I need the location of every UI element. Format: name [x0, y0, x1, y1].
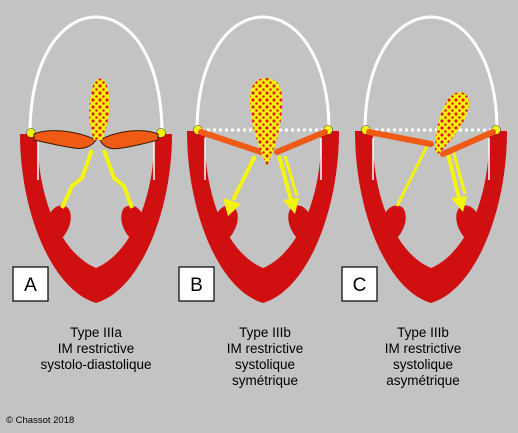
- regurgitant-jet: [249, 78, 283, 166]
- chorda-right: [445, 149, 461, 199]
- left-atrium-outline: [28, 15, 164, 134]
- posterior-leaflet: [99, 130, 159, 150]
- caption-panel-c: Type IIIb IM restrictive systolique asym…: [348, 325, 498, 389]
- anterior-leaflet: [366, 129, 434, 147]
- panel-letter-box: [341, 266, 378, 302]
- regurgitant-jet: [435, 92, 470, 154]
- left-ventricle-wall: [355, 131, 507, 303]
- papillary-muscle-right: [121, 205, 147, 242]
- left-ventricle-wall: [187, 131, 339, 303]
- papillary-muscle-left: [380, 205, 406, 242]
- chorda-left: [395, 145, 429, 207]
- chorda-right: [277, 155, 293, 201]
- panel-letter: C: [353, 275, 367, 296]
- papillary-muscle-right: [288, 205, 314, 242]
- panel-a: A: [12, 15, 172, 303]
- papillary-muscle-right: [456, 205, 482, 242]
- chorda-left: [231, 155, 257, 201]
- panel-letter: A: [24, 275, 37, 296]
- tethering-arrowhead-right: [283, 198, 299, 214]
- left-ventricle-wall: [20, 134, 172, 303]
- anterior-leaflet: [198, 129, 264, 155]
- chorda-right: [102, 149, 134, 209]
- caption-line: systolique: [392, 357, 454, 372]
- chorda-left: [60, 149, 94, 209]
- copyright-notice: © Chassot 2018: [6, 415, 75, 426]
- caption-line: asymétrique: [386, 373, 460, 388]
- anterior-leaflet: [33, 130, 97, 149]
- panel-c: C: [341, 15, 507, 303]
- caption-line: Type IIIb: [397, 325, 449, 340]
- posterior-leaflet: [274, 129, 328, 155]
- papillary-muscle-left: [45, 205, 71, 242]
- posterior-leaflet: [440, 129, 496, 157]
- panel-letter: B: [190, 275, 203, 296]
- tethering-arrowhead-right: [451, 196, 467, 212]
- left-atrium-outline: [195, 15, 331, 131]
- caption-line: systolique: [234, 357, 296, 372]
- chorda-extra: [451, 149, 467, 195]
- caption-panel-b: Type IIIb IM restrictive systolique symé…: [190, 325, 340, 389]
- papillary-muscle-left: [212, 205, 238, 242]
- caption-line: IM restrictive: [384, 341, 462, 356]
- panel-letter-box: [12, 266, 49, 302]
- caption-line: IM restrictive: [226, 341, 304, 356]
- left-atrium-outline: [363, 15, 499, 131]
- regurgitant-jet: [89, 78, 110, 140]
- caption-panel-a: Type IIIa IM restrictive systolo-diastol…: [21, 325, 171, 373]
- caption-line: systolo-diastolique: [40, 357, 152, 372]
- panel-b: B: [178, 15, 339, 303]
- tethering-arrowhead-left: [223, 198, 241, 216]
- chorda-extra: [283, 155, 299, 197]
- caption-line: symétrique: [231, 373, 299, 388]
- panel-letter-box: [178, 266, 215, 302]
- caption-line: IM restrictive: [57, 341, 135, 356]
- caption-line: Type IIIa: [70, 325, 122, 340]
- caption-line: Type IIIb: [239, 325, 291, 340]
